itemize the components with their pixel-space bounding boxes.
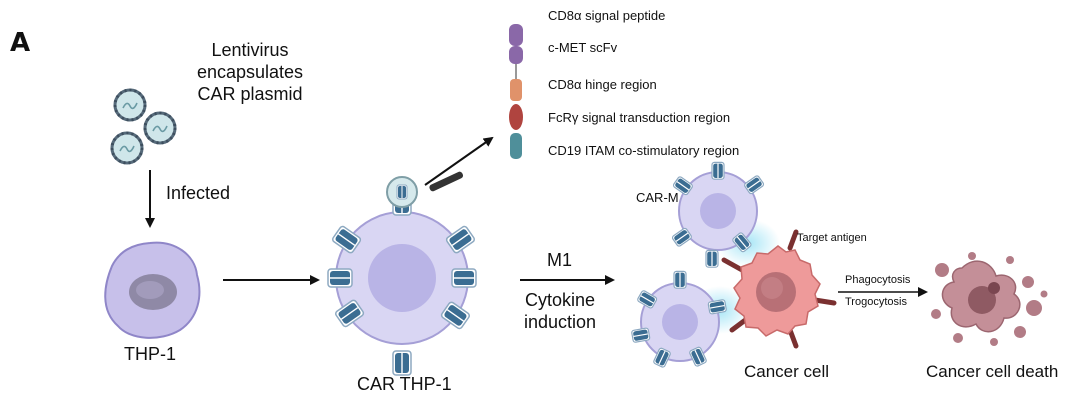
m1-label: M1 xyxy=(547,250,573,270)
car-m-cell-icon-2 xyxy=(630,270,728,369)
lentivirus-label-line1: Lentivirus xyxy=(211,40,289,60)
cancer-cell-icon xyxy=(721,229,837,349)
panel-label: A xyxy=(10,28,31,58)
lentivirus-label-line2: encapsulates xyxy=(196,62,304,82)
construct-label-hinge: CD8α hinge region xyxy=(548,77,657,92)
construct-label-itam: CD19 ITAM co-stimulatory region xyxy=(548,143,740,158)
trogocytosis-label: Trogocytosis xyxy=(845,296,907,308)
thp1-cell-icon xyxy=(104,241,201,339)
lentivirus-icon xyxy=(110,88,177,165)
thp1-label: THP-1 xyxy=(124,344,177,364)
cancer-cell-label: Cancer cell xyxy=(744,362,830,381)
car-construct-icon xyxy=(509,24,523,159)
car-m-label: CAR-M xyxy=(636,190,679,205)
cancer-cell-death-icon xyxy=(931,252,1048,346)
car-m-cell-icon xyxy=(671,161,765,268)
cytokine-label-line2: induction xyxy=(523,312,597,332)
infected-label: Infected xyxy=(166,183,231,203)
target-antigen-label: Target antigen xyxy=(797,232,867,244)
construct-label-fcr: FcRγ signal transduction region xyxy=(548,110,731,125)
car-thp1-label: CAR THP-1 xyxy=(357,374,452,394)
construct-label-scfv: c-MET scFv xyxy=(548,40,618,55)
cytokine-label-line1: Cytokine xyxy=(524,290,596,310)
lentivirus-label-line3: CAR plasmid xyxy=(197,84,303,104)
cancer-cell-death-label: Cancer cell death xyxy=(926,362,1059,381)
arrow-to-construct xyxy=(424,136,494,186)
construct-label-signal-peptide: CD8α signal peptide xyxy=(548,8,666,23)
car-thp1-cell-icon xyxy=(327,171,477,376)
phagocytosis-label: Phagocytosis xyxy=(845,274,911,286)
